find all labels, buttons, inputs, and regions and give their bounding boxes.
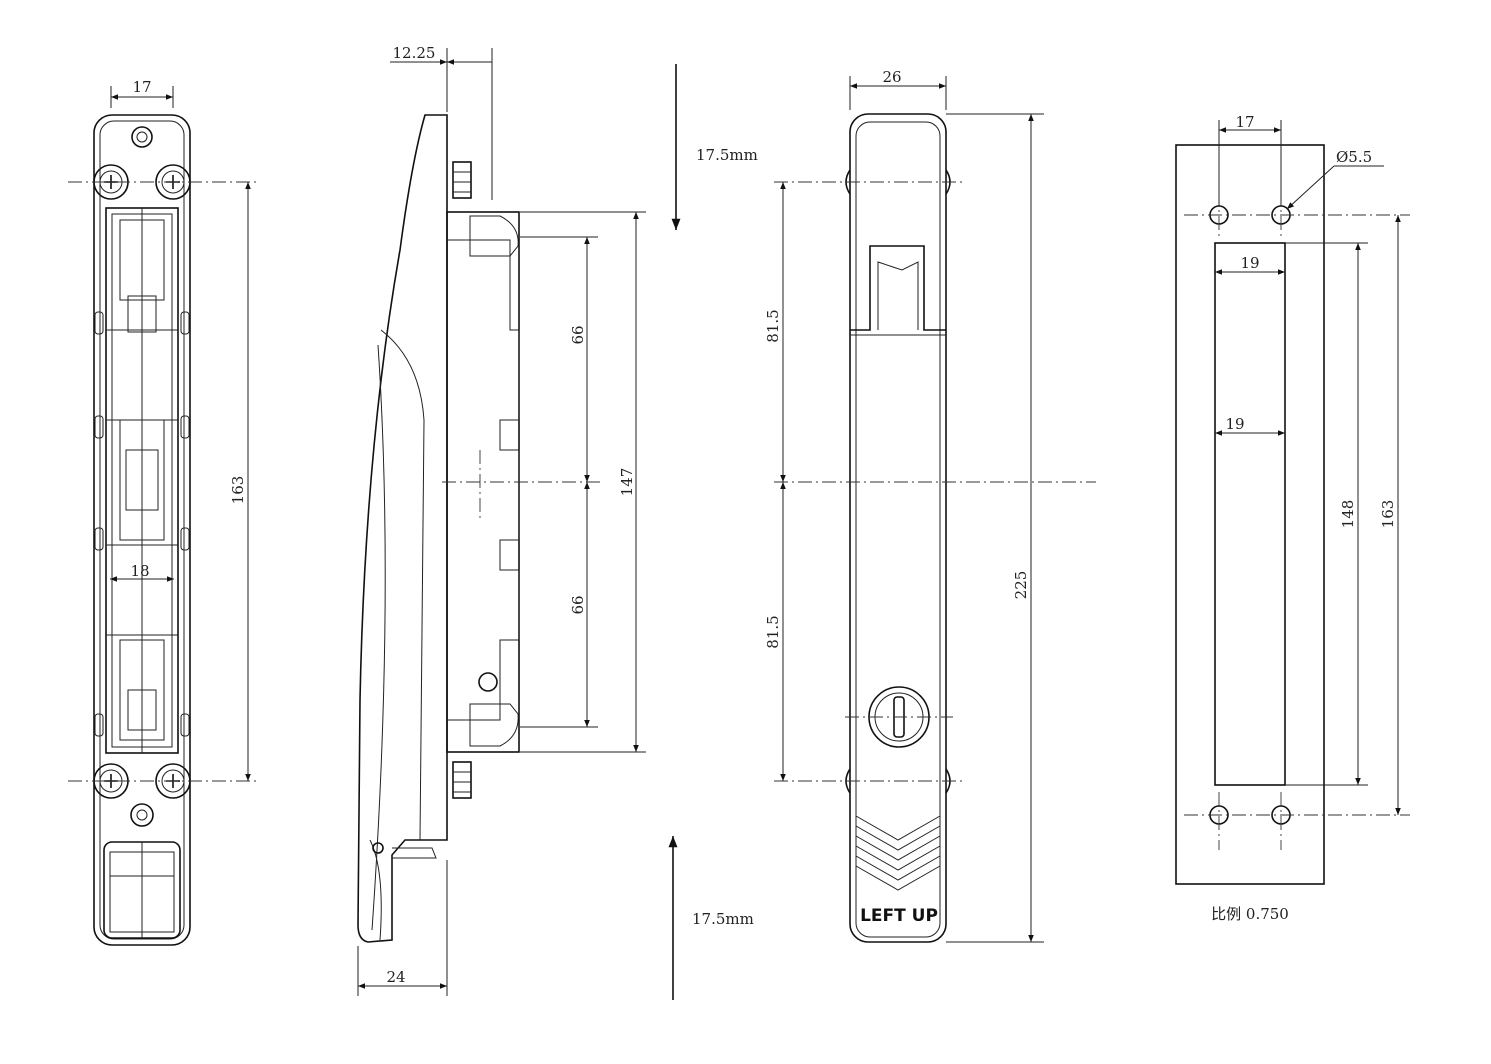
dim-cutout-hole-dia: Ø5.5: [1336, 148, 1372, 166]
dim-handle-width: 26: [882, 68, 901, 86]
dim-side-total: 147: [618, 468, 636, 497]
dim-front-mid-width: 18: [130, 562, 149, 580]
dim-side-lower: 66: [569, 595, 587, 614]
front-view: 17 163 18: [68, 78, 260, 946]
dim-front-top-width: 17: [132, 78, 151, 96]
scale-note: 比例 0.750: [1211, 905, 1289, 923]
dim-side-top-offset: 12.25: [393, 44, 436, 62]
dim-handle-upper: 81.5: [764, 309, 782, 342]
dim-handle-lower: 81.5: [764, 615, 782, 648]
dim-side-depth: 24: [386, 968, 405, 986]
dim-cutout-slot-width-top: 19: [1240, 254, 1259, 272]
arrow-bottom-label: 17.5mm: [692, 910, 754, 928]
dim-side-upper: 66: [569, 325, 587, 344]
dim-cutout-hole-pitch: 17: [1235, 113, 1254, 131]
dim-handle-total: 225: [1012, 571, 1030, 600]
dim-front-height: 163: [229, 476, 247, 505]
arrow-top-label: 17.5mm: [696, 146, 758, 164]
dim-cutout-slot-width-mid: 19: [1225, 415, 1244, 433]
cutout-view: 17 Ø5.5 19 19 148 163 比例 0.750: [1175, 113, 1410, 923]
side-view: 12.25 24 66 66 147: [357, 44, 646, 996]
dim-cutout-slot-length: 148: [1339, 500, 1357, 529]
handle-label: LEFT UP: [860, 906, 938, 926]
dim-cutout-total: 163: [1379, 500, 1397, 529]
direction-arrows: 17.5mm 17.5mm: [668, 64, 758, 1000]
handle-view: LEFT UP 26 81.5 81.5 225: [764, 68, 1096, 943]
